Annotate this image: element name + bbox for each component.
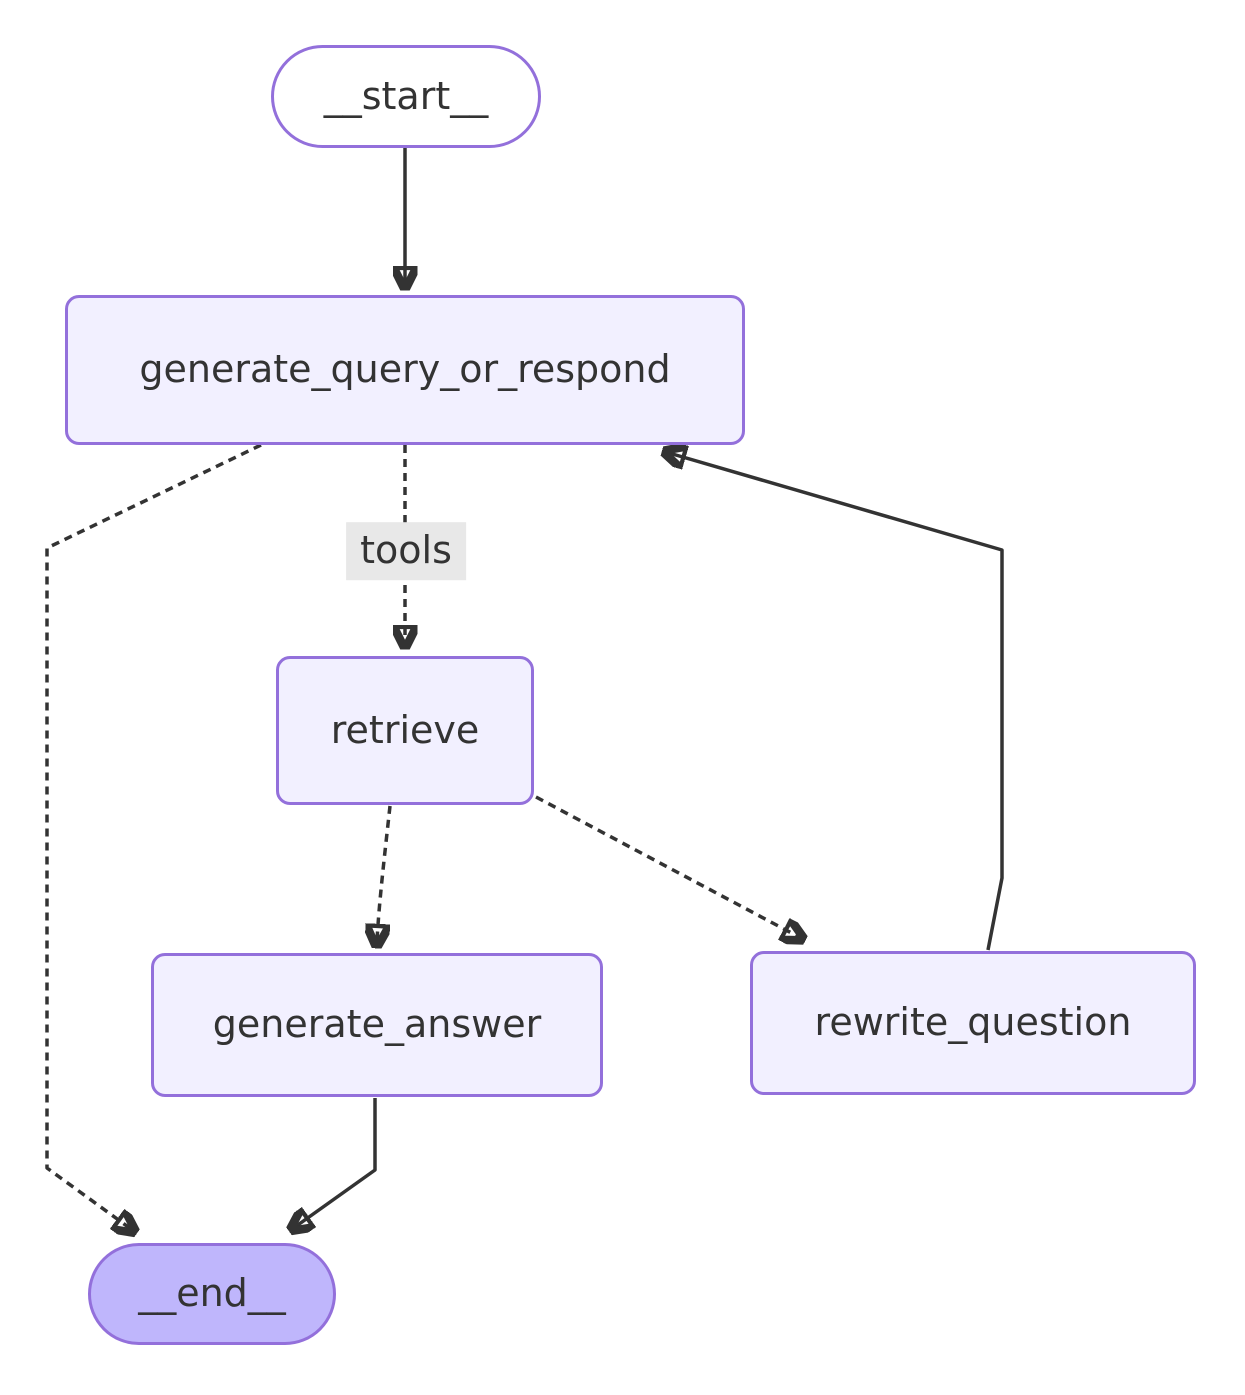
edge-retrieve-to-rewrite-question (535, 795, 799, 937)
edge-label-tools: tools (346, 522, 466, 580)
edge-generate-query-to-end (45, 443, 262, 1229)
node-generate-answer: generate_answer (151, 953, 603, 1097)
edge-rewrite-question-to-generate-query (669, 453, 1004, 951)
edge-retrieve-to-generate-answer (377, 805, 392, 941)
node-generate-answer-label: generate_answer (212, 1002, 542, 1047)
node-rewrite-question-label: rewrite_question (814, 1000, 1132, 1045)
node-retrieve-label: retrieve (330, 707, 480, 752)
node-start-label: __start__ (323, 73, 489, 118)
node-start: __start__ (271, 45, 541, 148)
node-retrieve: retrieve (276, 656, 534, 805)
edge-generate-answer-to-end (295, 1098, 377, 1227)
node-generate-query-or-respond: generate_query_or_respond (65, 295, 745, 445)
node-generate-query-or-respond-label: generate_query_or_respond (139, 347, 671, 392)
node-end-label: __end__ (138, 1271, 286, 1316)
node-rewrite-question: rewrite_question (750, 951, 1196, 1095)
node-end: __end__ (88, 1243, 336, 1345)
